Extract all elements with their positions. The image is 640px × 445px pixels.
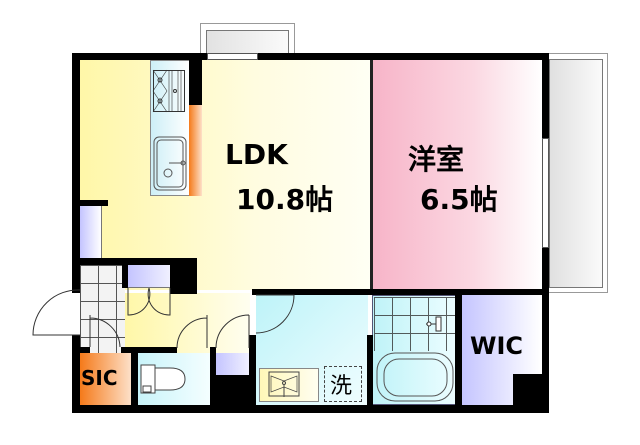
hall-floor (125, 293, 250, 353)
wall-left (72, 53, 80, 293)
washroom-door[interactable] (215, 314, 251, 350)
toilet-east-wall (210, 347, 216, 407)
pipe-shaft (216, 375, 249, 407)
toilet-door[interactable] (176, 315, 209, 350)
wall-top-right (258, 53, 548, 60)
wall-right-lower (542, 248, 549, 413)
hall-wall (72, 258, 197, 265)
entrance-tiles (80, 265, 125, 355)
shower-faucet-icon (426, 316, 442, 332)
sic-label: SIC (81, 366, 118, 390)
western-room-floor (372, 60, 542, 289)
toilet-icon (140, 364, 186, 394)
wall-bottom (72, 405, 549, 413)
bath-west-wall (367, 335, 373, 410)
ldk-closet (80, 205, 102, 258)
top-balcony (200, 23, 295, 54)
washbasin-icon (268, 371, 300, 397)
sic-top-wall (72, 347, 90, 353)
wall-top-left (72, 53, 207, 60)
toilet-side-storage (216, 353, 249, 375)
right-balcony (548, 53, 608, 293)
entrance-door[interactable] (30, 289, 81, 340)
ldk-closet-top-wall (72, 200, 108, 206)
washer-label: 洗 (330, 374, 353, 399)
western-room-size: 6.5帖 (420, 183, 498, 216)
top-window (207, 53, 258, 60)
bathroom-door[interactable] (255, 294, 296, 335)
ldk-size: 10.8帖 (236, 183, 334, 216)
wall-left-lower (72, 335, 80, 413)
kitchen-backsplash (189, 105, 202, 196)
stove-icon (152, 69, 185, 113)
hall-closet-left-wall (122, 258, 128, 288)
sic-door[interactable] (89, 315, 122, 350)
bathtub-icon (376, 352, 454, 402)
hall-closet-right-wall (170, 258, 197, 294)
ldk-western-partition (370, 60, 373, 290)
ldk-floor (80, 60, 372, 290)
washroom-west-wall (249, 335, 256, 410)
toilet-top-wall (121, 347, 177, 353)
sic-toilet-wall (131, 347, 138, 407)
wic-pillar (513, 374, 543, 406)
hall-closet-doors[interactable] (127, 287, 171, 318)
wic-west-wall (455, 289, 462, 409)
hall-closet (128, 265, 170, 288)
right-window (542, 138, 549, 248)
kitchen-sink-icon (153, 136, 187, 191)
kitchen-wall (189, 60, 202, 105)
wic-label: WIC (470, 332, 524, 360)
wall-right-upper (542, 53, 549, 138)
wetroom-top-wall (252, 289, 549, 295)
ldk-label: LDK (225, 138, 288, 171)
washer-space (324, 366, 362, 402)
western-room-label: 洋室 (408, 143, 465, 176)
sic-floor (80, 353, 131, 405)
